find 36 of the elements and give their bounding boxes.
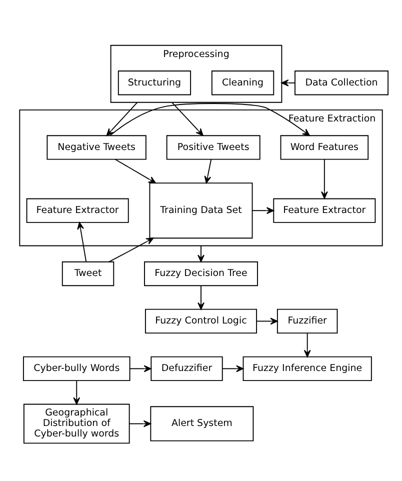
arrow (256, 318, 278, 325)
arrow (222, 365, 244, 372)
node-box: Fuzzy Inference Engine (242, 356, 372, 382)
arrow (281, 79, 296, 86)
arrow (106, 102, 138, 136)
node-box: Fuzzy Decision Tree (144, 261, 258, 286)
node-box: Defuzzifier (150, 356, 223, 382)
arrow (198, 245, 204, 262)
node-box: Feature Extractor (273, 198, 376, 223)
node-box: Positive Tweets (166, 135, 260, 160)
arrow (108, 238, 154, 262)
node-box: Cleaning (211, 70, 274, 96)
arrow (320, 158, 328, 199)
node-box: Word Features (280, 135, 369, 160)
arrow (77, 222, 87, 262)
arrow (204, 158, 212, 184)
node-box: Structuring (118, 70, 192, 96)
arrow (304, 332, 311, 358)
node-box: Fuzzy Control Logic (144, 308, 258, 334)
node-box: Tweet (62, 261, 114, 286)
node-box: Data Collection (294, 70, 389, 96)
node-box: Negative Tweets (46, 135, 146, 160)
node-box: Alert System (150, 406, 254, 442)
arrow (130, 365, 152, 372)
node-box: Training Data Set (149, 182, 253, 239)
node-box: Geographical Distribution of Cyber-bully words (23, 404, 130, 444)
arrow (73, 380, 80, 405)
node-box: Fuzzifier (276, 308, 338, 334)
arrow (171, 102, 204, 136)
arrow (129, 420, 151, 428)
node-box: Feature Extractor (26, 198, 129, 223)
arrow (198, 285, 204, 310)
arrow (110, 103, 310, 136)
arrow (252, 207, 274, 214)
node-box: Cyber-bully Words (22, 356, 130, 382)
arrow (114, 158, 156, 184)
